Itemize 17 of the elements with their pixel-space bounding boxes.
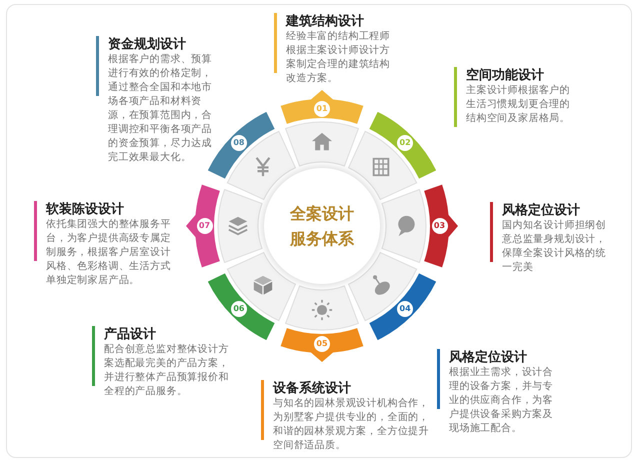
center-title: 全案设计服务体系 (288, 203, 355, 250)
section-description: 国内知名设计师担纲创意总监量身规划设计，保障全案设计风格的统一完美 (502, 219, 607, 275)
section-heading: 建筑结构设计 (286, 13, 364, 30)
section-description: 与知名的园林景观设计机构合作，为别墅客户提供专业的，全面的，和谐的园林景观方案，全方位提升空间舒适品质。 (273, 397, 429, 453)
section-description: 经验丰富的结构工程师根据主案设计师设计方案制定合理的建筑结构改造方案。 (286, 30, 391, 86)
section-description: 配合创意总监对整体设计方案选配最完美的产品方案，并进行整体产品预算报价和全程的产品服务。 (104, 343, 230, 399)
section-heading: 产品设计 (104, 326, 156, 343)
section-description: 根据客户的需求、预算进行有效的价格定制，通过整合全国和本地市场各项产品和材料资源，在预算范围内，合理调控和平衡各项产品的资金预算，尽力达成完工效果最大化。 (108, 53, 213, 165)
section-heading: 设备系统设计 (273, 380, 351, 397)
section-heading: 软装陈设设计 (46, 201, 124, 218)
section-heading: 风格定位设计 (449, 349, 527, 366)
section-description: 主案设计师根据客户的生活习惯规划更合理的结构空间及家居格局。 (466, 84, 571, 126)
section-heading: 空间功能设计 (466, 67, 544, 84)
section-heading: 风格定位设计 (502, 202, 580, 219)
section-heading: 资金规划设计 (108, 36, 186, 53)
section-description: 依托集团强大的整体服务平台，为客户提供高级专属定制服务，根据客户居室设计风格、色彩格调、生活方式单独定制家居产品。 (46, 218, 172, 288)
section-description: 根据业主需求，设计合理的设备方案，并与专业的供应商合作，为客户提供设备采购方案及现场施工配合。 (449, 366, 554, 436)
